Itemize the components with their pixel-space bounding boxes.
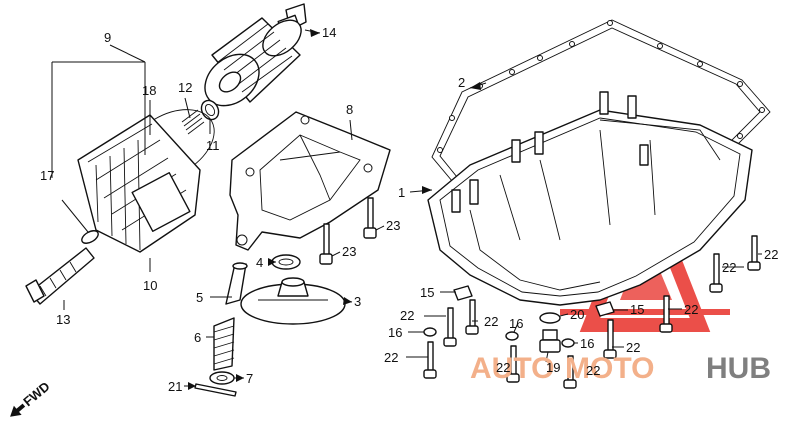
pin-21: [194, 383, 237, 397]
label-22-a: 22: [400, 308, 414, 323]
label-22-f: 22: [626, 340, 640, 355]
part-labels: 9 18 12 11 17 10 13 14 8 2 1 23 23 4 5 3…: [40, 25, 778, 394]
label-3: 3: [354, 294, 361, 309]
label-2: 2: [458, 75, 465, 90]
label-23-lower: 23: [342, 244, 356, 259]
label-22-g: 22: [684, 302, 698, 317]
pan-bosses: [451, 91, 649, 213]
label-6: 6: [194, 330, 201, 345]
washer-20: [539, 312, 561, 324]
washer-7: [209, 371, 235, 385]
label-22-i: 22: [764, 247, 778, 262]
label-21: 21: [168, 379, 182, 394]
bolt-23-upper: [363, 197, 377, 239]
label-1: 1: [398, 185, 405, 200]
watermark-hub: HUB: [706, 352, 771, 385]
clamps-15: [453, 285, 615, 317]
label-17: 17: [40, 168, 54, 183]
relief-spring-6: [213, 317, 235, 371]
label-20: 20: [570, 307, 584, 322]
o-ring-17: [81, 230, 99, 244]
oil-filter-element: [204, 17, 302, 107]
bolt-23-lower: [319, 223, 333, 265]
filter-bolt: [25, 247, 95, 305]
forward-arrow-marker: FWD: [10, 379, 53, 417]
strainer-3: [240, 277, 346, 325]
label-16-right: 16: [580, 336, 594, 351]
filter-base-cover: [229, 111, 391, 251]
watermark-moto: MOTO: [565, 352, 654, 385]
label-22-c: 22: [384, 350, 398, 365]
label-16-left: 16: [388, 325, 402, 340]
label-22-b: 22: [484, 314, 498, 329]
filter-element-group: [204, 3, 307, 107]
watermark-auto: AUTO: [470, 352, 554, 385]
label-22-h: 22: [722, 260, 736, 275]
label-15-right: 15: [630, 302, 644, 317]
watermark-text: AUTO MOTO HUB: [470, 352, 771, 385]
label-15-left: 15: [420, 285, 434, 300]
label-18: 18: [142, 83, 156, 98]
label-19: 19: [546, 360, 560, 375]
label-11: 11: [206, 138, 220, 153]
label-13: 13: [56, 312, 70, 327]
label-16-mid: 16: [509, 316, 523, 331]
label-4: 4: [256, 255, 263, 270]
drain-bolt-19: [539, 329, 561, 353]
oil-filter-case: [77, 114, 201, 253]
label-5: 5: [196, 290, 203, 305]
label-12: 12: [178, 80, 192, 95]
label-22-e: 22: [586, 363, 600, 378]
label-14: 14: [322, 25, 336, 40]
label-8: 8: [346, 102, 353, 117]
label-7: 7: [246, 371, 253, 386]
fwd-label: FWD: [20, 379, 52, 410]
label-9: 9: [104, 30, 111, 45]
bolts-22: [423, 235, 761, 389]
label-23-upper: 23: [386, 218, 400, 233]
filter-spring-12: [181, 109, 205, 135]
seal-ring-4: [271, 254, 301, 270]
label-10: 10: [143, 278, 157, 293]
oil-pan: [427, 91, 753, 306]
label-22-d: 22: [496, 360, 510, 375]
relief-collar-5: [225, 262, 248, 305]
washers-16: [423, 327, 575, 348]
